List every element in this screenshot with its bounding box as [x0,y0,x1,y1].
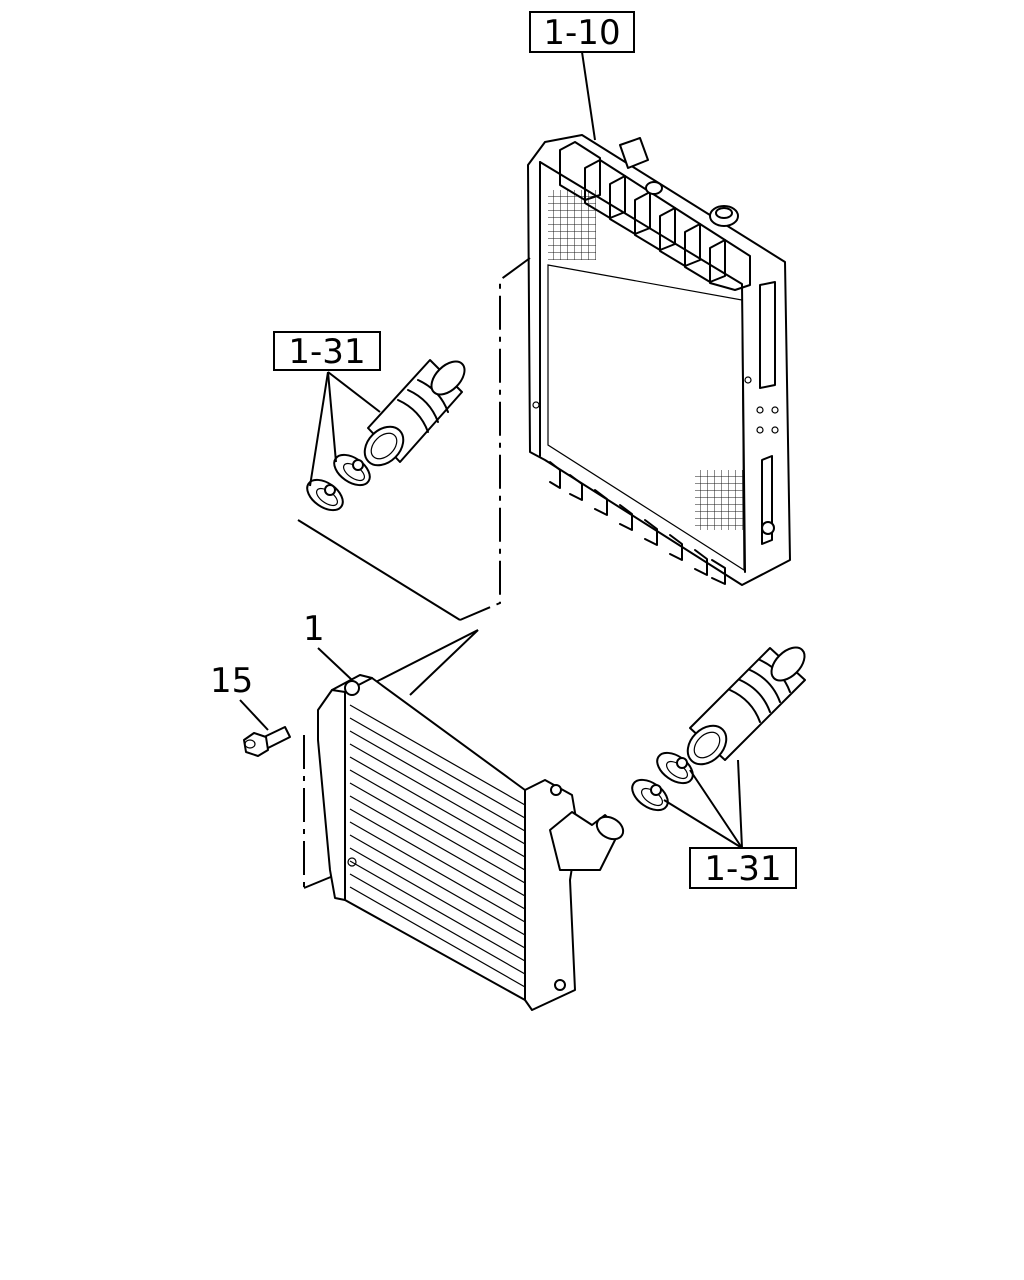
radiator [527,134,791,586]
bolt [243,726,291,757]
callout-ref-hose-lower-label: 1-31 [704,849,781,889]
radiator-bottom-tank [549,461,726,585]
intercooler [317,674,625,1011]
radiator-top-tank [559,137,751,291]
upper-clamp-2 [306,478,344,512]
callout-ref-hose-lower: 1-31 [689,847,797,889]
callout-ref-hose-upper-label: 1-31 [288,332,365,372]
lower-clamp-2 [631,778,669,812]
lower-hose-set [631,646,806,812]
callout-part-intercooler: 1 [303,609,325,649]
callout-ref-hose-upper: 1-31 [273,331,381,372]
callout-ref-radiator: 1-10 [529,11,635,53]
intercooler-fins [349,704,526,988]
callout-part-bolt: 15 [210,661,253,701]
lower-clamp-1 [656,751,694,785]
callout-ref-radiator-label: 1-10 [543,13,620,53]
upper-hose-set [306,359,466,512]
